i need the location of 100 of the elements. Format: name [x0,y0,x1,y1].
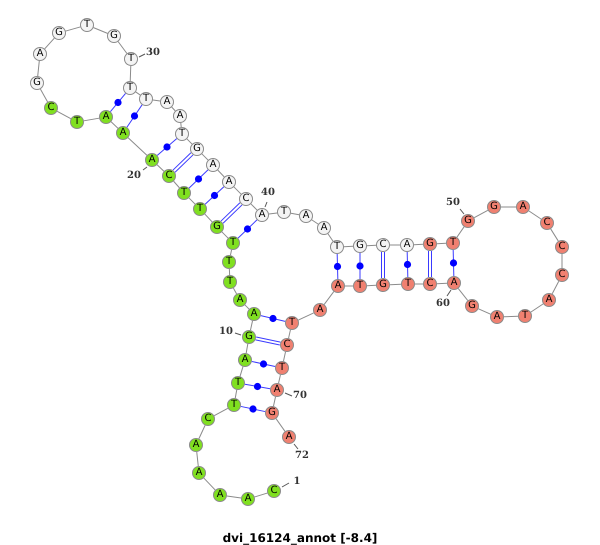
base-letter: G [268,408,276,418]
base-letter: A [102,112,110,122]
backbone-line [311,219,319,225]
base-pair-line [188,169,208,189]
backbone-line [290,212,300,216]
base-letter: A [210,160,216,170]
backbone-line [528,210,542,220]
base-letter: T [522,311,528,321]
backbone-line [478,308,492,315]
base-letter: A [236,295,244,305]
base-letter: G [426,239,434,249]
base-letter: A [520,202,526,212]
backbone-line [504,316,518,318]
base-letter: G [490,202,498,212]
base-letter: T [234,378,242,388]
backbone-line [276,418,286,432]
backbone-line [203,478,216,490]
base-pair-double-line [220,202,242,224]
backbone-line [180,122,182,128]
base-letter: G [33,78,41,88]
backbone-line [414,244,424,246]
base-letter: A [302,211,310,221]
base-letter: G [245,332,253,342]
base-pair-line [238,219,258,239]
base-letter: A [216,490,224,500]
backbone-line [324,291,334,305]
backbone-line [186,138,193,145]
backbone-line [232,288,238,294]
backbone-line [474,210,488,218]
base-letter: A [316,305,324,315]
position-number: 70 [293,391,307,401]
backbone-line [40,88,48,102]
base-letter: A [250,309,258,319]
base-letter: T [450,238,456,248]
base-letter: A [120,128,126,138]
base-letter: A [148,155,156,165]
base-letter: G [379,280,387,290]
base-letter: T [126,83,134,93]
base-pair-line [126,104,143,128]
base-pair-line [204,186,224,205]
position-number: 20 [127,171,141,181]
backbone-line [56,110,72,120]
base-letter: T [180,188,188,198]
base-letter: T [280,207,288,217]
base-letter: C [204,414,212,424]
base-pair-line [452,250,454,276]
backbone-line [246,343,248,354]
backbone-line [298,312,314,321]
backbone-line [552,280,560,294]
base-letter: A [320,223,328,233]
backbone-line [250,203,258,211]
position-number: 30 [146,48,160,58]
backbone-line [456,226,465,238]
position-number: 1 [294,477,300,487]
base-letter: G [468,301,476,311]
base-pair-line [156,138,178,156]
base-letter: A [164,97,170,107]
backbone-line [217,170,225,178]
base-letter: G [356,241,364,251]
base-letter: A [494,312,500,322]
backbone-line [156,164,164,172]
base-pair-line [110,92,126,112]
backbone-line [196,451,199,467]
backbone-line [366,244,376,246]
base-letter: A [244,494,252,504]
base-letter: T [404,279,412,289]
base-letter: T [196,204,204,214]
backbone-line [458,288,468,301]
base-pair-line [240,406,266,412]
backbone-line [214,408,228,416]
backbone-line [118,41,128,54]
base-letter: C [48,103,54,113]
base-letter: T [288,318,296,328]
base-letter: T [128,54,134,64]
base-letter: G [213,222,221,232]
base-letter: A [176,111,184,121]
backbone-line [83,118,100,122]
base-pair-line [260,315,286,322]
backbone-line [65,26,81,32]
backbone-line [254,492,268,498]
base-pair-line [406,252,408,278]
backbone-line [278,374,281,384]
backbone-line [250,320,254,331]
position-number: 50 [446,198,460,208]
base-letter: C [544,218,550,228]
base-pair-double-line [428,250,432,278]
backbone-line [268,212,278,215]
backbone-line [228,268,230,276]
base-letter: A [196,468,202,478]
base-letter: A [192,440,200,450]
base-letter: A [258,210,266,220]
base-letter: C [558,270,566,280]
base-letter: C [242,194,250,204]
base-letter: C [558,242,566,252]
backbone-line [204,214,213,222]
base-letter: T [334,242,340,252]
base-letter: A [404,240,410,250]
base-letter: T [230,238,236,248]
base-letter: C [270,486,278,496]
backbone-line [530,303,544,313]
